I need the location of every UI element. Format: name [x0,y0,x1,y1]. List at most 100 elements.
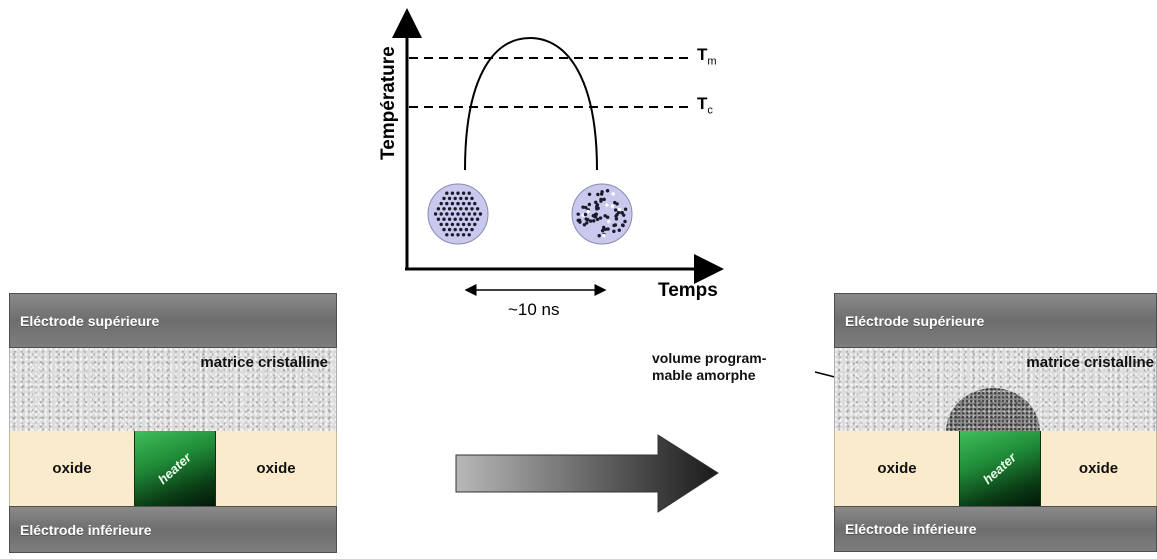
oxide-left: oxide [52,460,92,477]
atom-dot [467,191,471,195]
atom-dot [461,222,466,227]
atom-dot [470,196,474,201]
atom-dot [445,212,449,216]
atom-dot [453,227,457,232]
atom-dot [620,211,624,215]
atom-dot [595,203,600,207]
atom-dot [623,219,627,224]
atom-dot [475,217,480,221]
atom-dot [596,192,600,197]
atom-dot [461,212,466,216]
crystalline-matrix: matrice cristalline [9,348,337,431]
atom-dot [447,196,452,201]
atom-dot [439,212,443,216]
atom-dot [598,216,603,220]
atom-dot [581,205,585,209]
atom-dot [600,190,604,194]
oxide-left: oxide [877,460,917,477]
atom-dot [582,223,587,227]
atom-dot [450,191,455,195]
atom-dot [617,228,621,232]
atom-dot [606,219,611,224]
atom-dot [461,233,466,237]
atom-dot [456,212,460,216]
atom-dot [467,233,471,237]
atom-dot [459,217,463,221]
atom-dot [442,207,446,211]
atom-dot [461,191,466,195]
atom-dot [445,222,449,227]
atom-dot [450,233,455,237]
atom-dot [453,207,457,211]
atom-dot [456,233,460,237]
atom-dot [583,212,588,217]
right-memory-cell: Eléctrode supérieure matrice cristalline… [834,293,1157,553]
oxide-heater-layer: oxide heater oxide [9,431,337,506]
atom-dot [442,196,446,201]
atom-dot [433,212,438,216]
atom-dot [450,222,455,227]
atom-dot [587,202,592,207]
atom-dot [445,191,449,195]
atom-dot [605,189,610,193]
duration-label: ~10 ns [508,300,560,319]
atom-dot [447,207,452,211]
atom-dot [450,212,455,216]
tm-label: Tm [697,45,717,68]
atom-dot [473,222,477,227]
atom-dot [459,227,463,232]
atom-dot [439,222,443,227]
left-memory-cell: Eléctrode supérieure matrice cristalline… [9,293,337,553]
atom-dot [612,229,616,234]
atom-dot [586,209,590,214]
atom-dot [436,217,441,221]
oxide-right: oxide [1078,460,1119,477]
crystalline-state-circle [427,183,489,245]
atom-dot [464,207,469,211]
atom-dot [456,191,460,195]
atom-dot [613,208,618,212]
atom-dot [597,234,601,238]
atom-dot [473,201,477,206]
amorphous-volume-label: volume program- mable amorphe [652,350,767,383]
atom-dot [470,227,474,232]
atom-dot [600,228,605,233]
atom-dot [601,225,606,230]
atom-dot [436,207,441,211]
atom-dot [450,201,455,206]
atom-dot [615,212,619,217]
heater: heater [959,431,1041,506]
tc-label: Tc [697,94,713,117]
atom-dot [594,200,598,205]
bottom-electrode: Eléctrode inférieure [834,506,1157,552]
atom-dot [470,217,474,221]
top-electrode: Eléctrode supérieure [834,293,1157,348]
atom-dot [602,197,606,202]
atom-dot [606,227,610,231]
atom-dot [592,219,596,223]
atom-dot [445,233,449,237]
atom-dot [605,203,609,207]
atom-dot [602,233,606,238]
process-arrow [455,434,719,513]
atom-dot [467,212,471,216]
atom-dot [605,215,610,219]
y-axis-label: Température [378,46,399,160]
atom-dot [478,212,483,216]
atom-dot [623,207,628,211]
atom-dot [439,201,443,206]
atom-dot [453,196,457,201]
atom-dot [587,192,592,196]
oxide-right: oxide [256,460,296,477]
atom-dot [473,212,477,216]
atom-dot [595,207,599,211]
atom-dot [456,222,460,227]
oxide-heater-layer: oxide heater oxide [834,431,1157,506]
x-axis-label: Temps [658,280,718,301]
atom-dot [453,217,457,221]
atom-dot [615,202,619,206]
amorphous-state-circle [571,183,633,245]
atom-dot [475,207,480,211]
atom-dot [467,201,471,206]
